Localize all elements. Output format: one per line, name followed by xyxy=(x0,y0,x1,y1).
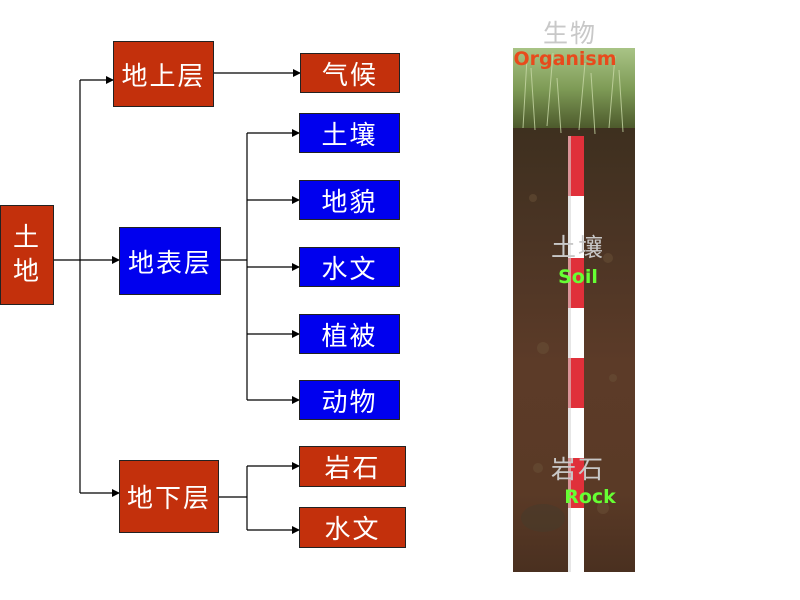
soil-profile-photo xyxy=(513,48,635,572)
node-surface-layer: 地表层 xyxy=(119,227,221,295)
node-landform: 地貌 xyxy=(299,180,400,220)
node-upper-layer: 地上层 xyxy=(113,41,214,107)
node-hydrology: 水文 xyxy=(299,247,400,287)
root-node-land: 土 地 xyxy=(0,205,54,305)
label-organism-cn: 生物 xyxy=(542,19,597,48)
node-groundwater: 水文 xyxy=(299,507,406,548)
root-label-line2: 地 xyxy=(12,257,41,287)
node-rock: 岩石 xyxy=(299,446,406,487)
label-rock-en: Rock xyxy=(564,486,616,508)
node-vegetation: 植被 xyxy=(299,314,400,354)
node-animals: 动物 xyxy=(299,380,400,420)
soil-profile-image xyxy=(513,48,635,572)
label-soil-cn: 土壤 xyxy=(550,233,605,262)
label-rock-cn: 岩石 xyxy=(550,455,605,484)
label-organism-en: Organism xyxy=(513,48,617,70)
node-climate: 气候 xyxy=(300,53,400,93)
root-label-line1: 土 xyxy=(12,223,41,253)
node-soil: 土壤 xyxy=(299,113,400,153)
label-soil-en: Soil xyxy=(558,266,598,288)
node-lower-layer: 地下层 xyxy=(119,460,219,533)
